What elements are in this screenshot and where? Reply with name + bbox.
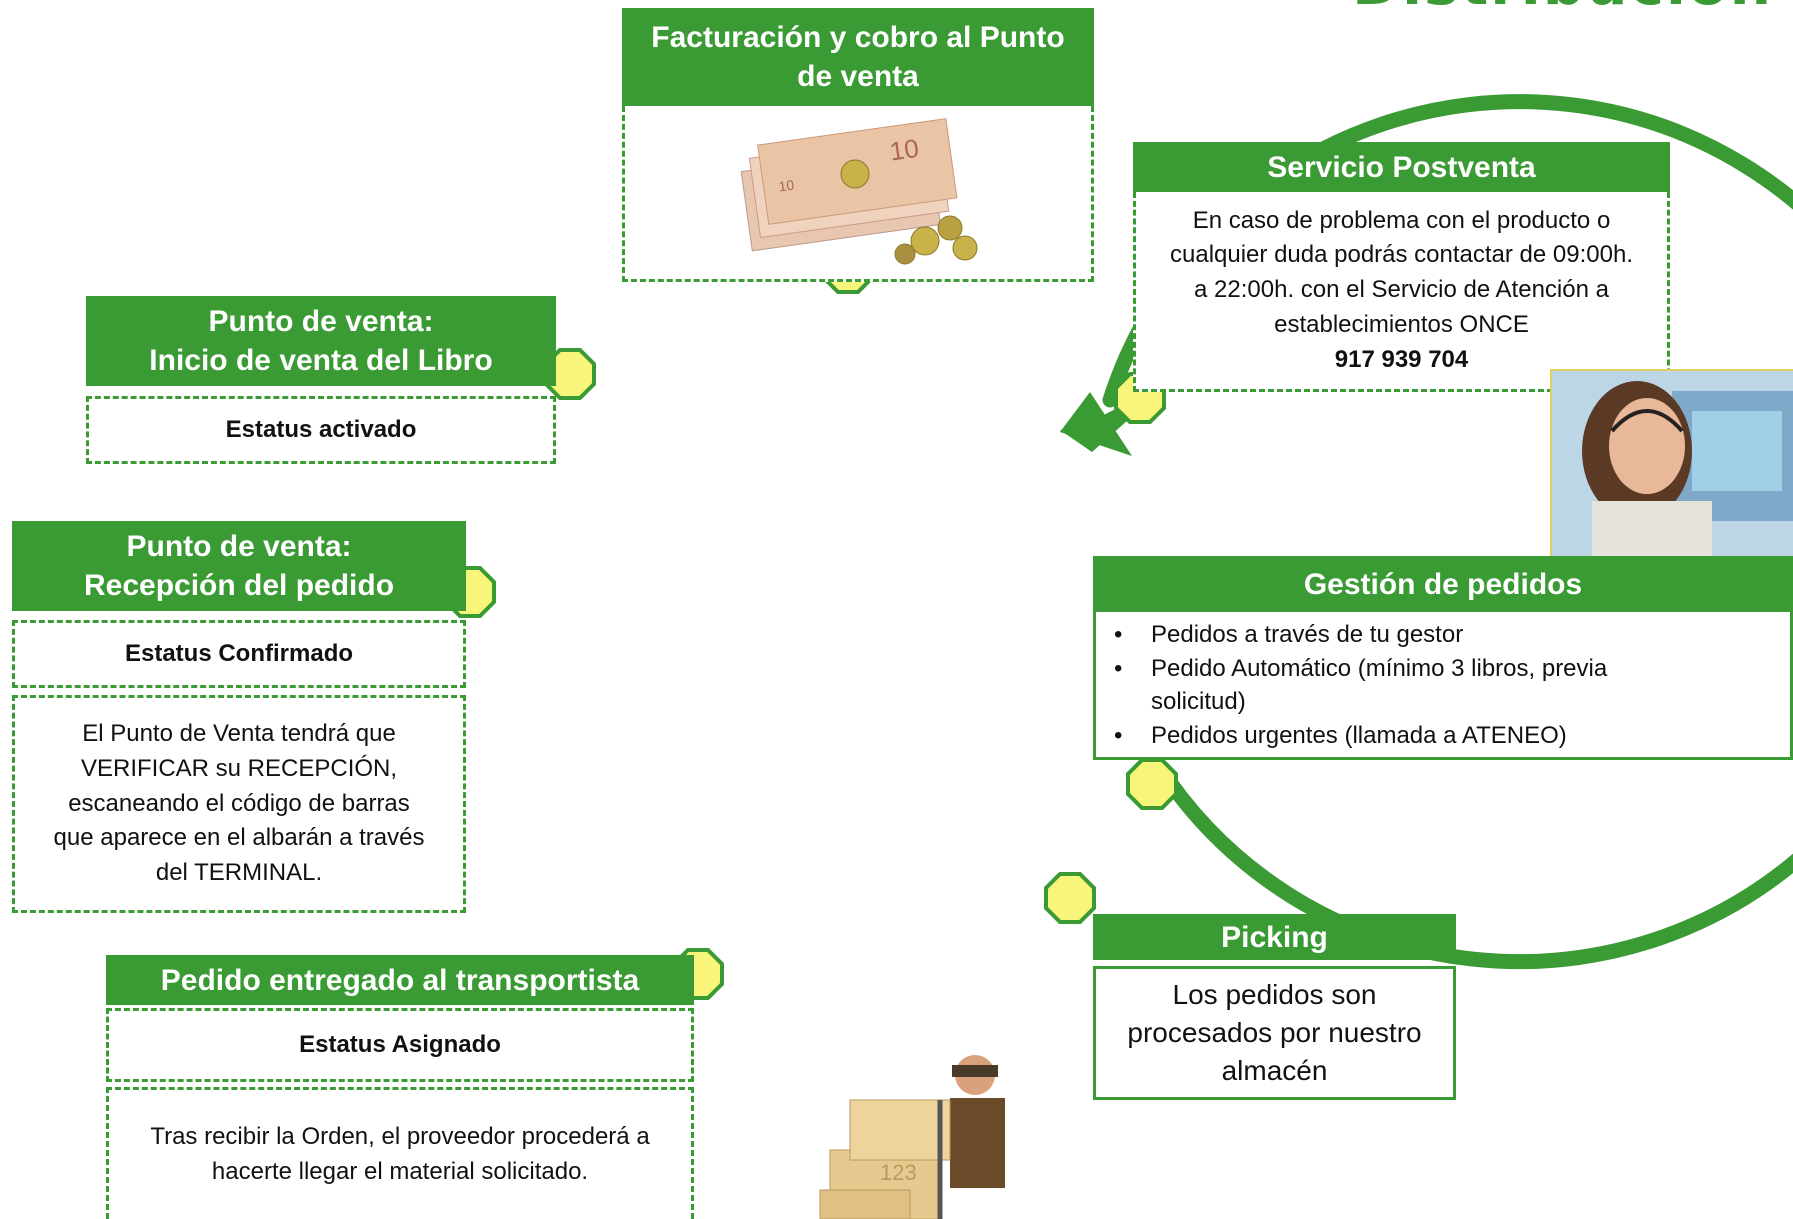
postsale-header-text: Servicio Postventa (1267, 150, 1536, 184)
reception-header-line1: Punto de venta: (126, 530, 352, 563)
delivered-status-box: Estatus Asignado (106, 1008, 694, 1082)
picking-box: Los pedidos son procesados por nuestro a… (1093, 966, 1456, 1100)
start-sale-header-line2: Inicio de venta del Libro (149, 344, 493, 377)
picking-header: Picking (1093, 914, 1456, 960)
orders-item: Pedido Automático (mínimo 3 libros, prev… (1096, 652, 1790, 719)
billing-header-text: Facturación y cobro al Punto de venta (651, 21, 1065, 93)
reception-status: Estatus Confirmado (124, 639, 354, 667)
delivered-text: Tras recibir la Orden, el proveedor proc… (150, 1122, 650, 1185)
picking-text: Los pedidos son procesados por nuestro a… (1127, 979, 1422, 1086)
page-title: Distribución (1352, 0, 1773, 18)
operator-illustration (1582, 381, 1793, 556)
postsale-text: En caso de problema con el producto o cu… (1170, 206, 1633, 338)
euro-money-image: 10 10 (725, 116, 985, 266)
cycle-ring (1102, 94, 1793, 970)
orders-list: Pedidos a través de tu gestor Pedido Aut… (1096, 618, 1790, 752)
reception-header-line2: Recepción del pedido (83, 569, 395, 602)
reception-header: Punto de venta: Recepción del pedido (12, 521, 466, 611)
start-sale-status: Estatus activado (225, 415, 417, 443)
start-sale-status-box: Estatus activado (86, 396, 556, 464)
delivered-header-text: Pedido entregado al transportista (160, 963, 640, 997)
start-sale-header-line1: Punto de venta: (208, 305, 434, 338)
node-picking (1044, 872, 1096, 924)
postsale-phone: 917 939 704 (1334, 345, 1469, 373)
delivery-man-image: 123 (790, 1040, 1050, 1219)
start-sale-header: Punto de venta: Inicio de venta del Libr… (86, 296, 556, 386)
money-illustration: 10 10 (740, 118, 978, 265)
orders-item: Pedidos urgentes (llamada a ATENEO) (1096, 719, 1790, 753)
cycle-arrowhead-tip (1060, 392, 1132, 456)
call-center-operator-image (1550, 369, 1793, 558)
reception-text-box: El Punto de Venta tendrá que VERIFICAR s… (12, 695, 466, 913)
delivered-header: Pedido entregado al transportista (106, 955, 694, 1005)
svg-text:10: 10 (888, 133, 921, 167)
orders-header-text: Gestión de pedidos (1303, 567, 1583, 601)
postsale-header: Servicio Postventa (1133, 142, 1670, 192)
orders-header: Gestión de pedidos (1093, 556, 1793, 612)
delivery-illustration: 123 (819, 1055, 1005, 1219)
svg-text:123: 123 (880, 1160, 917, 1185)
reception-status-box: Estatus Confirmado (12, 620, 466, 688)
orders-item: Pedidos a través de tu gestor (1096, 618, 1790, 652)
svg-text:10: 10 (778, 176, 796, 194)
delivered-text-box: Tras recibir la Orden, el proveedor proc… (106, 1087, 694, 1219)
picking-header-text: Picking (1221, 920, 1328, 954)
billing-header: Facturación y cobro al Punto de venta (622, 8, 1094, 106)
node-orders (1126, 758, 1178, 810)
reception-text: El Punto de Venta tendrá que VERIFICAR s… (53, 720, 425, 887)
delivered-status: Estatus Asignado (299, 1030, 501, 1058)
postsale-box: En caso de problema con el producto o cu… (1133, 192, 1670, 392)
orders-box: Pedidos a través de tu gestor Pedido Aut… (1093, 612, 1793, 760)
billing-box: 10 10 (622, 106, 1094, 282)
